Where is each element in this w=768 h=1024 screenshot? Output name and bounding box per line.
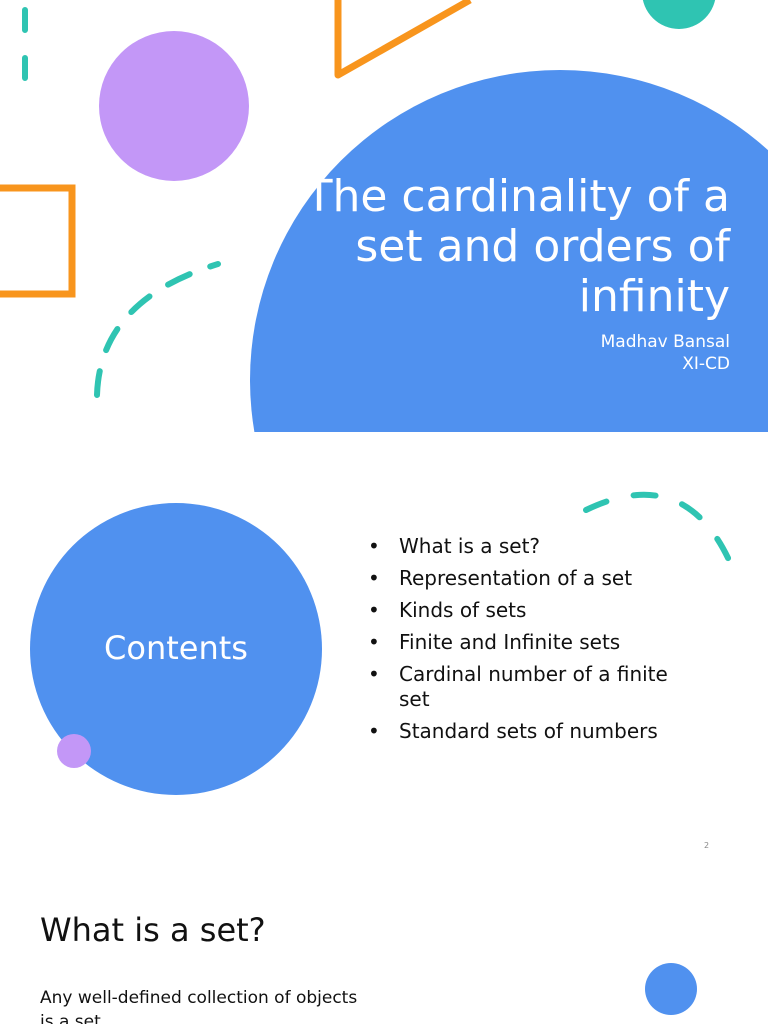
- teal-circle: [642, 0, 716, 29]
- title-slide: The cardinality of a set and orders of i…: [0, 0, 768, 432]
- contents-slide: Contents • What is a set? • Representation…: [0, 432, 768, 864]
- small-purple-circle: [57, 734, 91, 768]
- title-blue-circle: [250, 70, 768, 432]
- bullet-icon: •: [368, 534, 380, 558]
- author-class: XI-CD: [682, 354, 730, 374]
- bullet-icon: •: [368, 566, 380, 590]
- small-blue-circle: [645, 963, 697, 1015]
- list-item-label: Kinds of sets: [399, 598, 527, 622]
- list-item-label: Cardinal number of a finite set: [399, 662, 668, 711]
- title-slide-decor: [0, 0, 768, 432]
- bullet-icon: •: [368, 719, 380, 743]
- list-item: • Finite and Infinite sets: [368, 630, 698, 655]
- bullet-icon: •: [368, 598, 380, 622]
- teal-dashed-arc: [583, 491, 738, 577]
- list-item: • Standard sets of numbers: [368, 719, 698, 744]
- teal-dashed-arc: [94, 261, 221, 398]
- slide-body-text: Any well-defined collection of objects i…: [40, 988, 358, 1024]
- contents-heading: Contents: [104, 629, 248, 667]
- purple-circle: [99, 31, 249, 181]
- presentation-title: The cardinality of a set and orders of i…: [305, 171, 730, 322]
- list-item-label: Standard sets of numbers: [399, 719, 658, 743]
- list-item-label: What is a set?: [399, 534, 541, 558]
- bullet-icon: •: [368, 662, 380, 686]
- list-item-label: Finite and Infinite sets: [399, 630, 621, 654]
- page-number: 2: [704, 841, 710, 850]
- contents-list: • What is a set? • Representation of a set…: [368, 534, 698, 751]
- list-item: • What is a set?: [368, 534, 698, 559]
- slide-heading: What is a set?: [40, 911, 266, 949]
- list-item: • Cardinal number of a finite set: [368, 662, 698, 712]
- orange-triangle: [334, 0, 472, 79]
- author-name: Madhav Bansal: [600, 332, 730, 352]
- bullet-icon: •: [368, 630, 380, 654]
- contents-blue-circle: [30, 503, 322, 795]
- list-item: • Representation of a set: [368, 566, 698, 591]
- set-slide-decor: [645, 963, 697, 1015]
- list-item: • Kinds of sets: [368, 598, 698, 623]
- contents-slide-decor: [30, 491, 738, 795]
- list-item-label: Representation of a set: [399, 566, 633, 590]
- what-is-a-set-slide: What is a set? Any well-defined collecti…: [0, 864, 768, 1024]
- orange-square: [0, 184, 76, 298]
